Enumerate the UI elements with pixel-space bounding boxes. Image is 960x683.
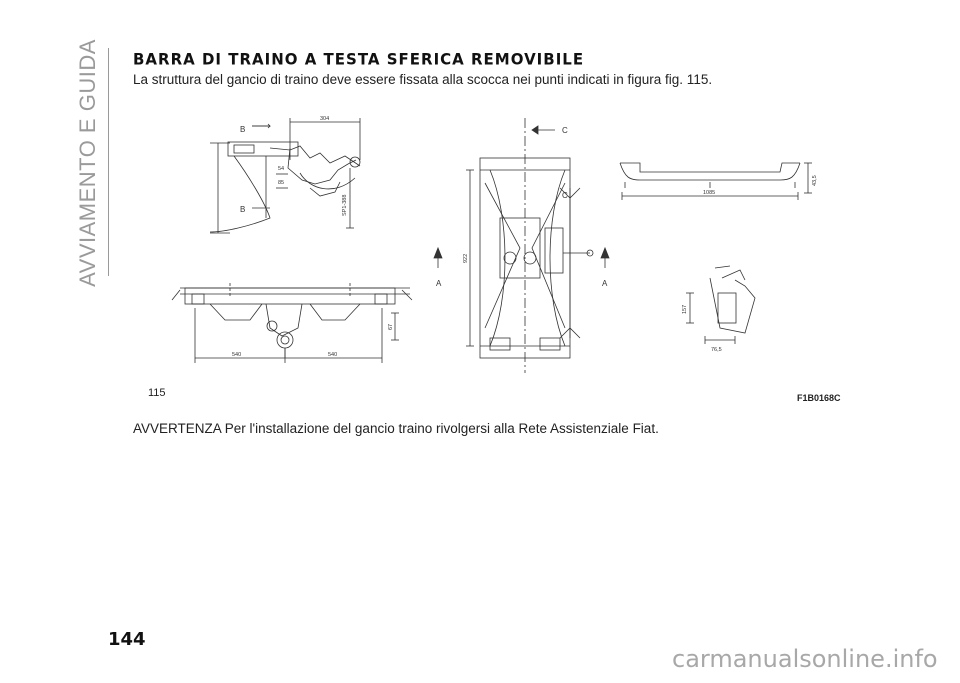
profile-drawing [619, 162, 812, 200]
label-a-left: A [436, 279, 442, 288]
label-b-top: B [240, 125, 245, 134]
plan-view-drawing [433, 118, 610, 373]
dim-304: 304 [320, 116, 329, 122]
side-divider [108, 48, 109, 276]
section-side-title-text: AVVIAMENTO E GUIDA [75, 39, 100, 287]
label-a-right: A [602, 279, 608, 288]
label-b-bottom: B [240, 205, 245, 214]
dim-540-left: 540 [232, 352, 241, 358]
section-side-title: AVVIAMENTO E GUIDA [70, 39, 106, 287]
warning-paragraph: AVVERTENZA Per l'installazione del ganci… [133, 421, 659, 436]
section-heading: BARRA DI TRAINO A TESTA SFERICA REMOVIBI… [133, 50, 585, 69]
intro-paragraph: La struttura del gancio di traino deve e… [133, 72, 713, 87]
dim-67: 67 [388, 324, 394, 330]
figure-code: F1B0168C [797, 393, 841, 403]
dim-vertical: SP1-388 [342, 195, 348, 216]
dim-43-5: 43,5 [812, 175, 818, 186]
dim-157: 157 [682, 305, 688, 314]
watermark: carmanualsonline.info [672, 645, 938, 673]
dim-540-right: 540 [328, 352, 337, 358]
label-c-top: C [562, 126, 568, 135]
page-number: 144 [108, 629, 146, 650]
technical-drawing: B B A A C C 304 54 85 SP1-388 540 540 67… [171, 116, 818, 373]
rear-view-drawing [171, 283, 413, 363]
dim-54: 54 [278, 166, 284, 172]
dim-922: 922 [463, 254, 469, 263]
side-view-drawing [209, 118, 361, 234]
figure-number: 115 [148, 387, 166, 399]
dim-1085: 1085 [703, 190, 715, 196]
dim-85: 85 [278, 180, 284, 186]
section-detail-drawing [686, 265, 756, 344]
dim-76-5: 76,5 [711, 347, 722, 353]
label-c-mid: C [562, 191, 568, 200]
